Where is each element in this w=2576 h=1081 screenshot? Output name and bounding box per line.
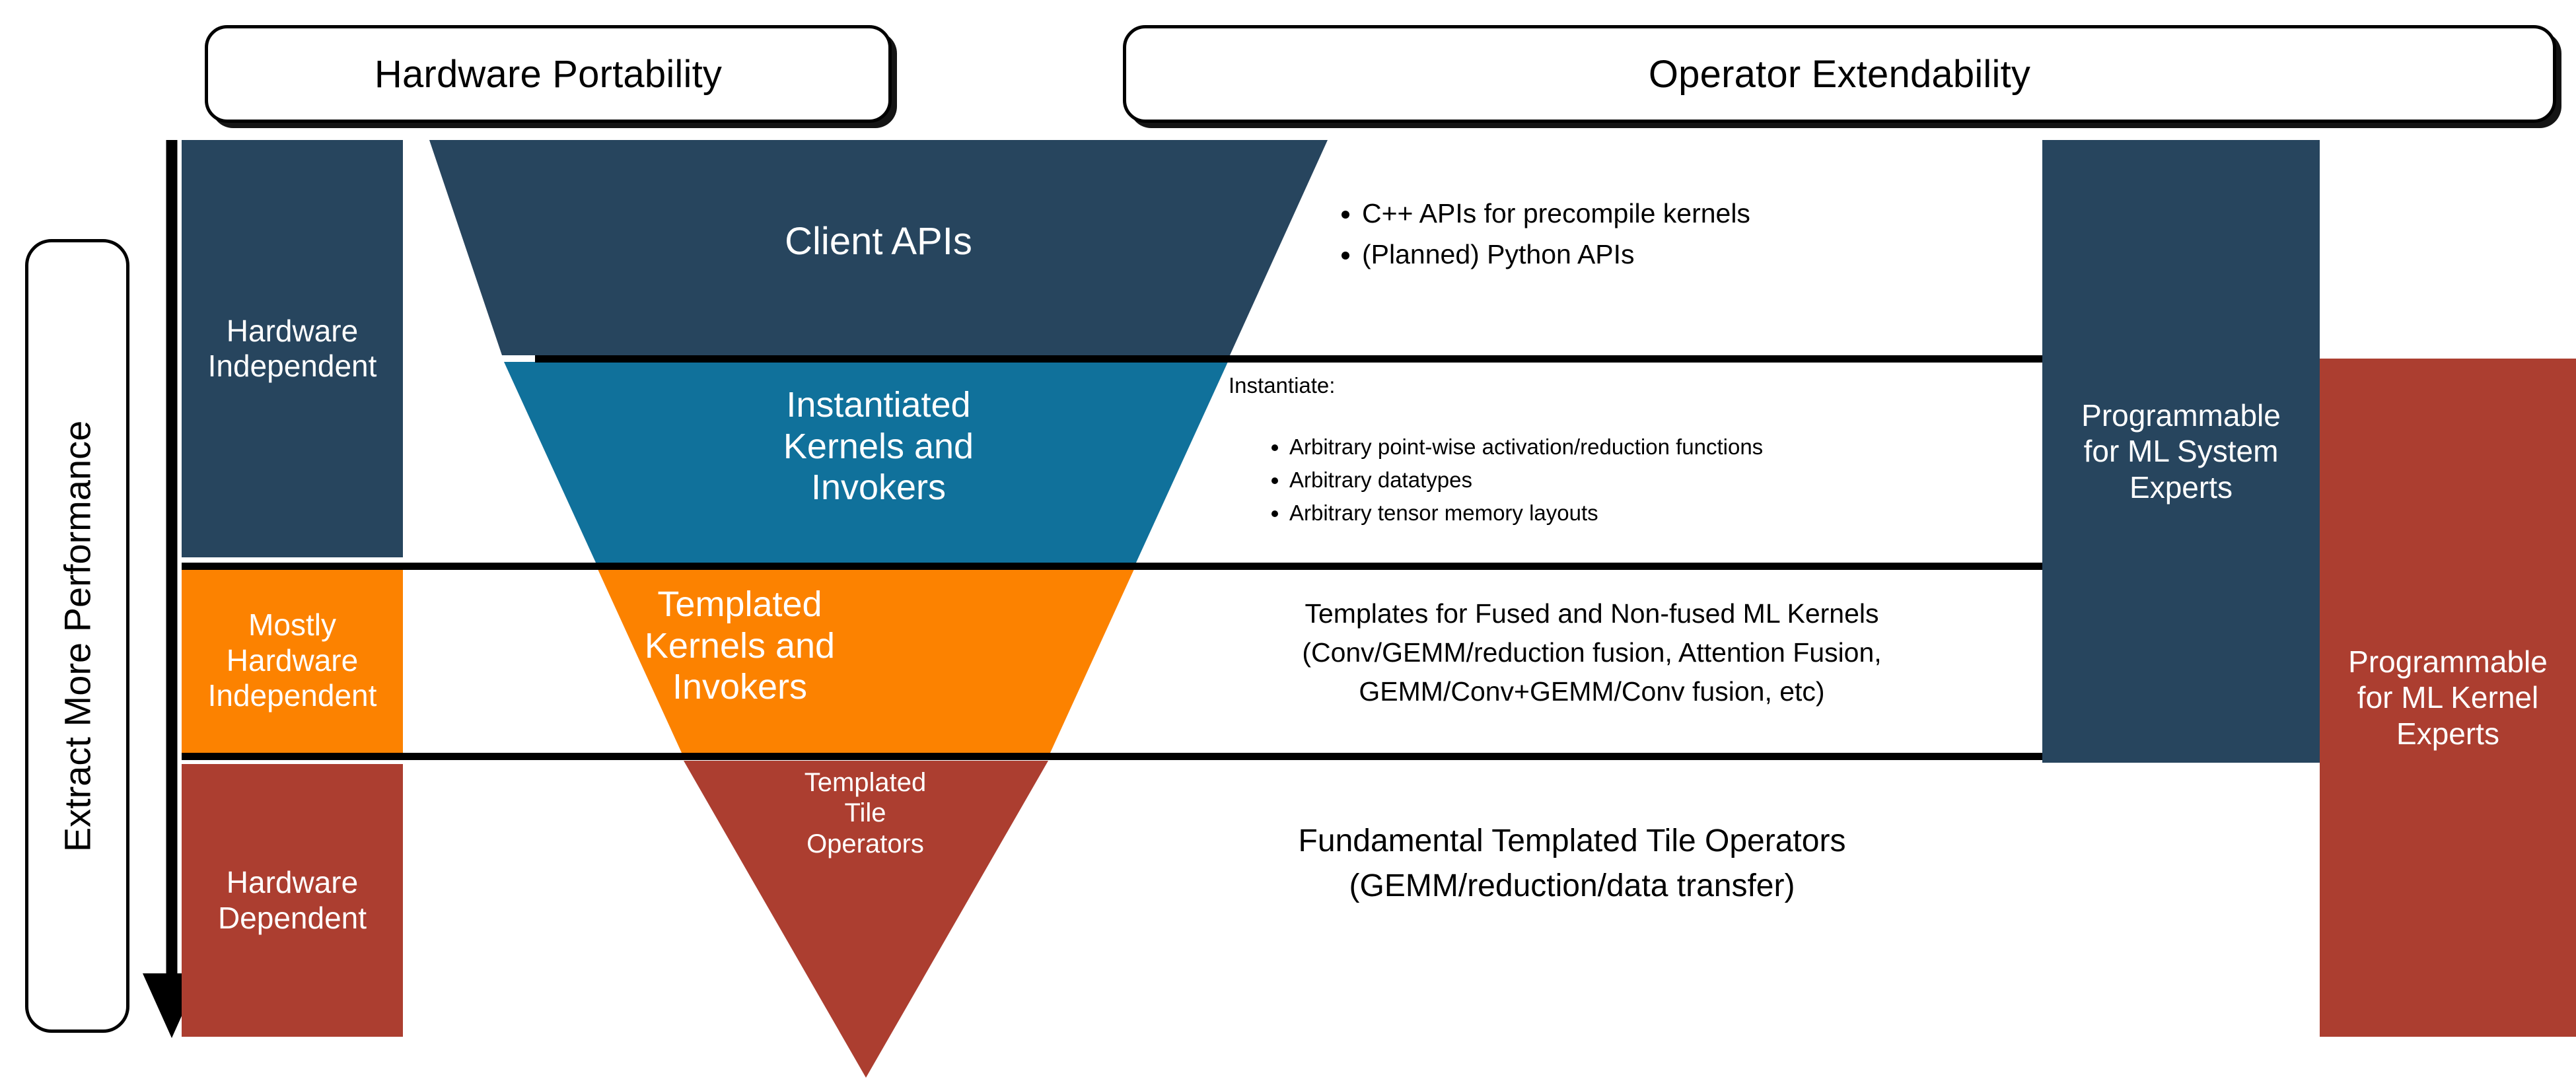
desc-client-apis: C++ APIs for precompile kernels (Planned…: [1328, 195, 1750, 277]
performance-axis-label: Extract More Performance: [56, 420, 98, 852]
header-hardware-portability: Hardware Portability: [205, 25, 892, 123]
tier-mostly-hardware-independent-line3: Independent: [207, 678, 377, 713]
funnel-shapes: [429, 140, 1328, 1078]
desc-instantiate-bullet-1: Arbitrary point-wise activation/reductio…: [1289, 433, 1763, 462]
persona-ml-system-experts-line2: for ML System: [2083, 434, 2279, 469]
divider-rule-3: [182, 753, 2048, 760]
desc-instantiate-bullet-3: Arbitrary tensor memory layouts: [1289, 499, 1763, 528]
desc-templated-kernels-line2: (Conv/GEMM/reduction fusion, Attention F…: [1302, 637, 1882, 668]
tier-hardware-dependent-line2: Dependent: [217, 900, 367, 935]
tier-hardware-independent-line2: Independent: [207, 349, 377, 383]
tier-mostly-hardware-independent: Mostly Hardware Independent: [182, 567, 403, 755]
desc-instantiate-bullets: Arbitrary point-wise activation/reductio…: [1255, 433, 1763, 532]
persona-ml-kernel-experts-line2: for ML Kernel: [2357, 680, 2539, 715]
desc-client-apis-bullet-1: C++ APIs for precompile kernels: [1362, 195, 1750, 232]
funnel-layer-client-apis: [429, 140, 1328, 355]
divider-rule-1: [535, 355, 2048, 363]
tier-hardware-dependent: Hardware Dependent: [182, 764, 403, 1037]
persona-ml-system-experts-line3: Experts: [2129, 470, 2233, 505]
tier-hardware-dependent-line1: Hardware: [226, 865, 359, 900]
desc-templated-kernels: Templates for Fused and Non-fused ML Ker…: [1163, 594, 2021, 711]
persona-ml-system-experts: Programmable for ML System Experts: [2042, 140, 2320, 763]
header-operator-extendability-label: Operator Extendability: [1648, 52, 2031, 96]
desc-templated-kernels-line1: Templates for Fused and Non-fused ML Ker…: [1305, 598, 1879, 629]
funnel-layer-templated-tile-operators: [684, 761, 1048, 1078]
divider-rule-2: [182, 563, 2048, 570]
tier-mostly-hardware-independent-line1: Mostly: [248, 608, 336, 643]
funnel-layer-templated-kernels: [598, 569, 1134, 753]
tier-mostly-hardware-independent-line2: Hardware: [226, 643, 359, 678]
desc-templated-kernels-line3: GEMM/Conv+GEMM/Conv fusion, etc): [1359, 676, 1825, 707]
persona-ml-kernel-experts-line3: Experts: [2396, 716, 2499, 751]
performance-axis-label-box: Extract More Performance: [25, 239, 129, 1033]
header-hardware-portability-label: Hardware Portability: [374, 52, 723, 96]
persona-ml-kernel-experts-line1: Programmable: [2348, 645, 2548, 680]
desc-client-apis-bullet-2: (Planned) Python APIs: [1362, 236, 1750, 273]
tier-hardware-independent: Hardware Independent: [182, 140, 403, 557]
desc-instantiate-heading: Instantiate:: [1229, 373, 1336, 398]
desc-tile-operators-line1: Fundamental Templated Tile Operators: [1298, 823, 1846, 858]
desc-tile-operators-line2: (GEMM/reduction/data transfer): [1349, 868, 1795, 904]
header-operator-extendability: Operator Extendability: [1123, 25, 2556, 123]
desc-tile-operators: Fundamental Templated Tile Operators (GE…: [1110, 819, 2034, 909]
funnel-layer-instantiated-kernels: [504, 362, 1228, 563]
tier-hardware-independent-line1: Hardware: [226, 313, 359, 348]
persona-ml-kernel-experts: Programmable for ML Kernel Experts: [2320, 359, 2576, 1037]
desc-instantiate-bullet-2: Arbitrary datatypes: [1289, 466, 1763, 495]
persona-ml-system-experts-line1: Programmable: [2081, 398, 2281, 433]
